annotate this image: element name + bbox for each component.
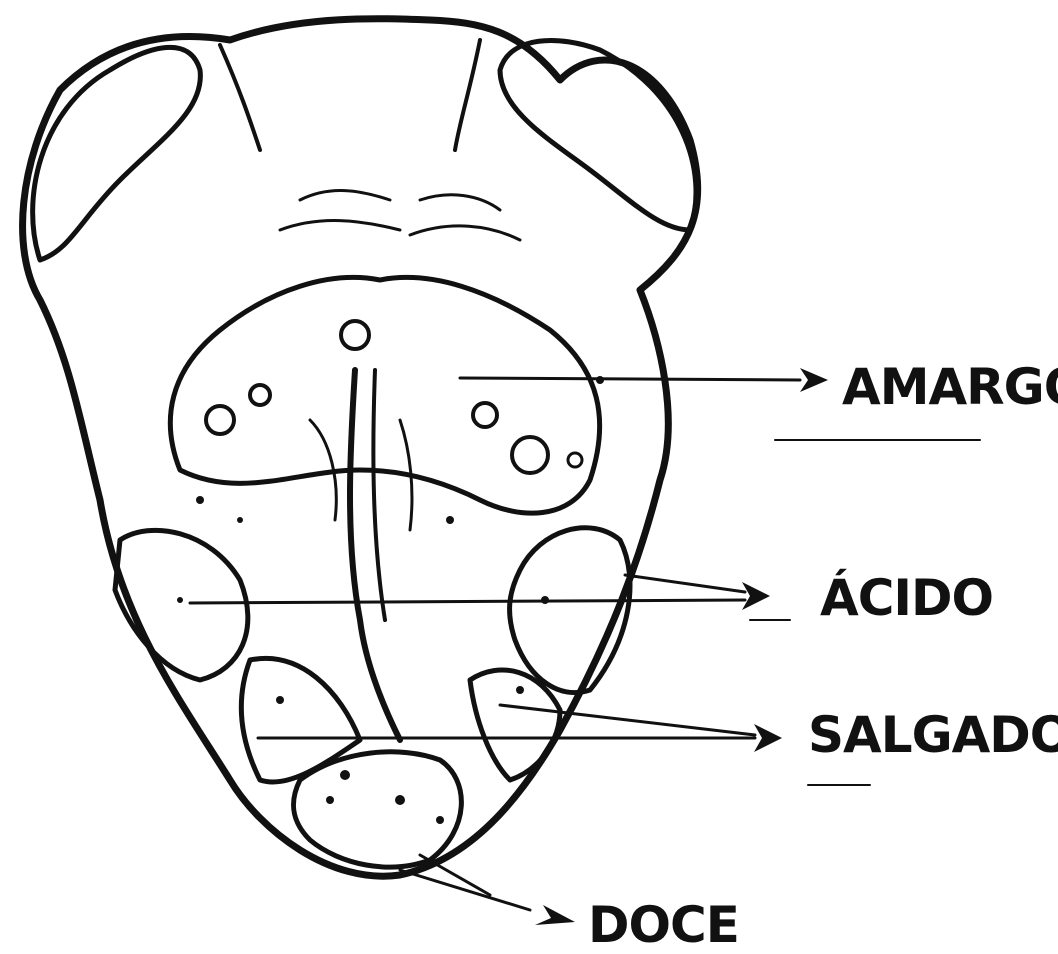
dot — [237, 517, 243, 523]
papilla — [568, 453, 582, 467]
sour-region-right — [510, 528, 630, 693]
bitter-region — [170, 277, 599, 513]
texture-3 — [280, 221, 400, 230]
texture-2 — [420, 195, 500, 210]
texture-5 — [310, 420, 336, 520]
dot — [446, 516, 454, 524]
papilla — [250, 385, 270, 405]
papilla — [341, 321, 369, 349]
acido-pointer-line-2 — [625, 575, 745, 592]
doce-pointer-line-2 — [420, 855, 490, 895]
papilla — [512, 437, 548, 473]
label-salgado: SALGADO — [808, 710, 1058, 760]
dot — [177, 597, 183, 603]
papilla — [473, 403, 497, 427]
salty-region — [241, 658, 360, 782]
dot — [196, 496, 204, 504]
salty-region-right — [470, 670, 560, 780]
dot — [436, 816, 444, 824]
dot — [326, 796, 334, 804]
sour-region-left — [115, 530, 248, 680]
texture-1 — [300, 191, 390, 200]
dot — [276, 696, 284, 704]
amargo-pointer-line — [460, 378, 800, 380]
doce-arrowhead — [535, 905, 575, 925]
papilla — [206, 406, 234, 434]
label-doce: DOCE — [588, 900, 739, 950]
texture-4 — [410, 226, 520, 240]
left-lobe — [33, 47, 201, 260]
acido-pointer-line — [190, 600, 745, 603]
doce-pointer-line — [400, 870, 530, 910]
salgado-pointer-line-2 — [500, 705, 755, 735]
dot — [516, 686, 524, 694]
label-amargo: AMARGO — [842, 362, 1058, 412]
dot — [340, 770, 350, 780]
salgado-arrowhead — [754, 724, 782, 752]
amargo-arrowhead — [800, 368, 828, 392]
label-acido: ÁCIDO — [820, 573, 993, 623]
sweet-region — [293, 752, 461, 867]
top-fold-right — [455, 40, 480, 150]
acido-arrowhead — [742, 582, 770, 610]
median-groove-2 — [373, 370, 385, 620]
top-fold-left — [220, 45, 260, 150]
dot — [395, 795, 405, 805]
right-lobe — [500, 40, 696, 230]
